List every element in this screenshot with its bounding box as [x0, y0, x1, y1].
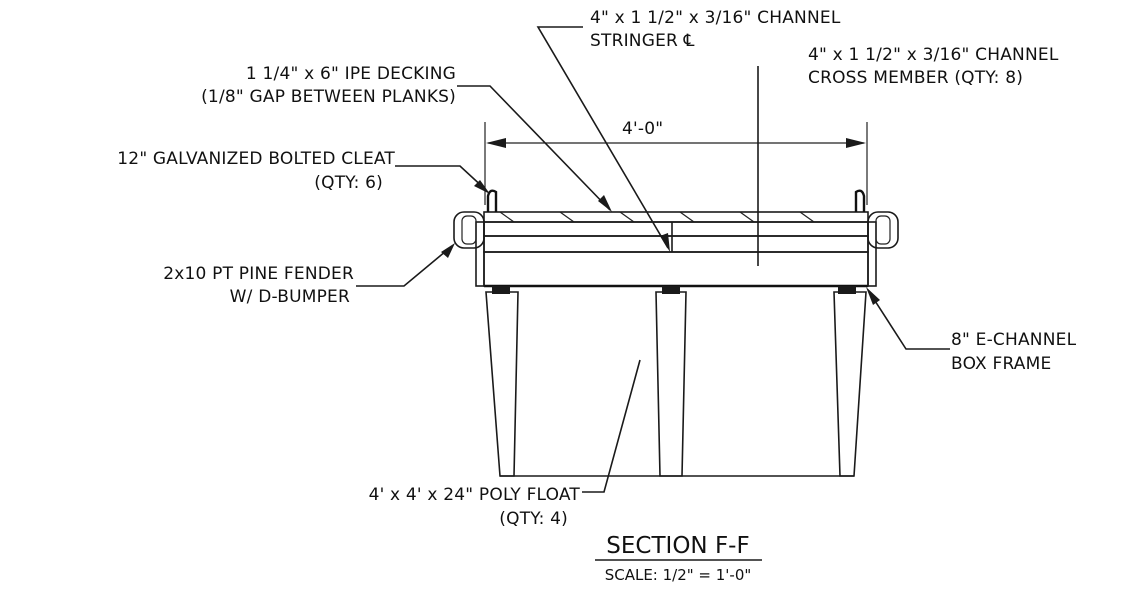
- box-frame-label-line-1: 8" E-CHANNEL: [951, 330, 1077, 350]
- decking-leader: [457, 85, 611, 211]
- cleat-leader: [395, 165, 487, 191]
- section-title-block: SECTION F-F SCALE: 1/2" = 1'-0": [595, 533, 762, 584]
- float-label-line-1: 4' x 4' x 24" POLY FLOAT: [369, 485, 581, 505]
- decking-label-line-2: (1/8" GAP BETWEEN PLANKS): [201, 87, 456, 107]
- ipe-decking: [483, 211, 869, 223]
- cleat-right: [854, 189, 866, 212]
- poly-float-right: [833, 291, 867, 477]
- fender-right: [867, 211, 899, 249]
- decking-label-line-1: 1 1/4" x 6" IPE DECKING: [246, 64, 456, 84]
- width-dimension-label: 4'-0": [622, 119, 663, 139]
- cross-member-label-line-2: CROSS MEMBER (QTY: 8): [808, 68, 1023, 88]
- fender-label-line-2: W/ D-BUMPER: [230, 287, 350, 307]
- stringer-label-line-1: 4" x 1 1/2" x 3/16" CHANNEL: [590, 8, 841, 28]
- fender-leader: [356, 245, 453, 287]
- channel-cross-member: [483, 235, 869, 253]
- fender-left: [453, 211, 485, 249]
- scale-note: SCALE: 1/2" = 1'-0": [605, 566, 752, 584]
- e-channel-box-frame: [483, 251, 869, 287]
- poly-float-center: [655, 291, 687, 477]
- channel-stringer: [483, 221, 869, 237]
- width-dimension: 4'-0": [484, 119, 868, 205]
- box-frame-label-line-2: BOX FRAME: [951, 354, 1051, 374]
- stringer-label-line-2: STRINGER ℄: [590, 31, 695, 51]
- cross-member-label-line-1: 4" x 1 1/2" x 3/16" CHANNEL: [808, 45, 1059, 65]
- float-leader: [582, 359, 641, 493]
- dock-structure: [453, 189, 899, 477]
- poly-float-left: [485, 291, 519, 477]
- cleat-label-line-2: (QTY: 6): [314, 173, 383, 193]
- cleat-label-line-1: 12" GALVANIZED BOLTED CLEAT: [117, 149, 395, 169]
- float-label-line-2: (QTY: 4): [499, 509, 568, 529]
- cleat-left: [486, 189, 498, 212]
- leader-lines: [356, 26, 950, 493]
- section-title: SECTION F-F: [606, 533, 749, 559]
- callout-labels: 4" x 1 1/2" x 3/16" CHANNEL STRINGER ℄ 4…: [117, 8, 1076, 529]
- stringer-leader: [536, 26, 669, 249]
- box-frame-leader: [867, 289, 950, 350]
- fender-label-line-1: 2x10 PT PINE FENDER: [163, 264, 354, 284]
